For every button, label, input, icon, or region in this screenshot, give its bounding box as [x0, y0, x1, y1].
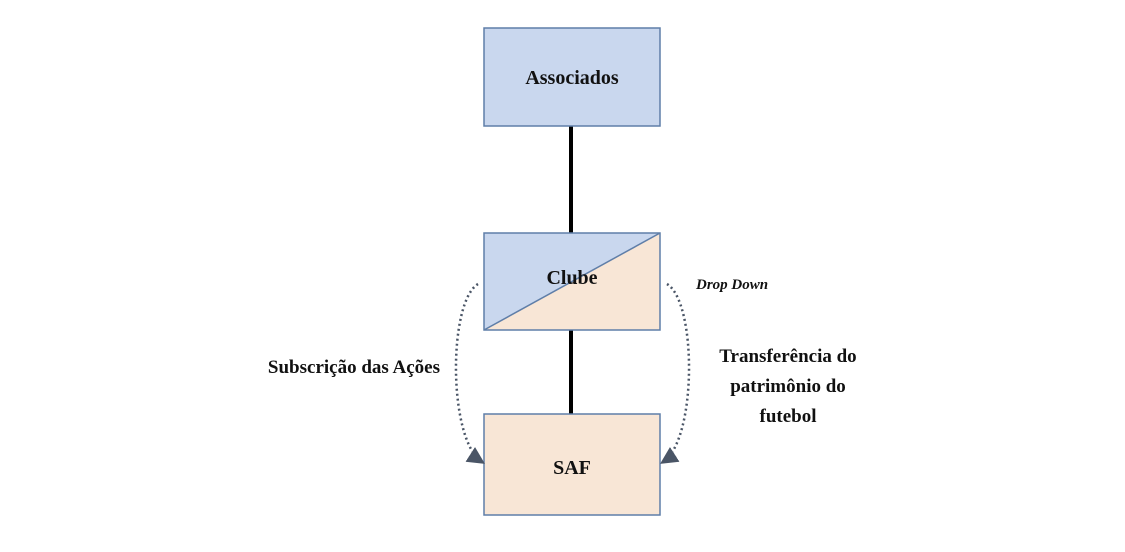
transferencia-label-line-2: patrimônio do [730, 376, 846, 397]
transferencia-label-line-3: futebol [760, 406, 817, 427]
associados-label: Associados [525, 67, 619, 89]
saf-node: SAF [483, 413, 661, 516]
subscricao-label: Subscrição das Ações [268, 357, 440, 378]
clube-node: Clube [483, 232, 661, 331]
subscricao-arrow [454, 282, 485, 464]
clube-diagonal [483, 232, 661, 331]
drop-down-label: Drop Down [695, 277, 768, 293]
associados-node: Associados [483, 27, 661, 127]
transferencia-label-line-1: Transferência do [719, 346, 856, 367]
transferencia-arrow [660, 282, 691, 464]
saf-label: SAF [553, 457, 591, 479]
clube-label: Clube [546, 267, 597, 289]
